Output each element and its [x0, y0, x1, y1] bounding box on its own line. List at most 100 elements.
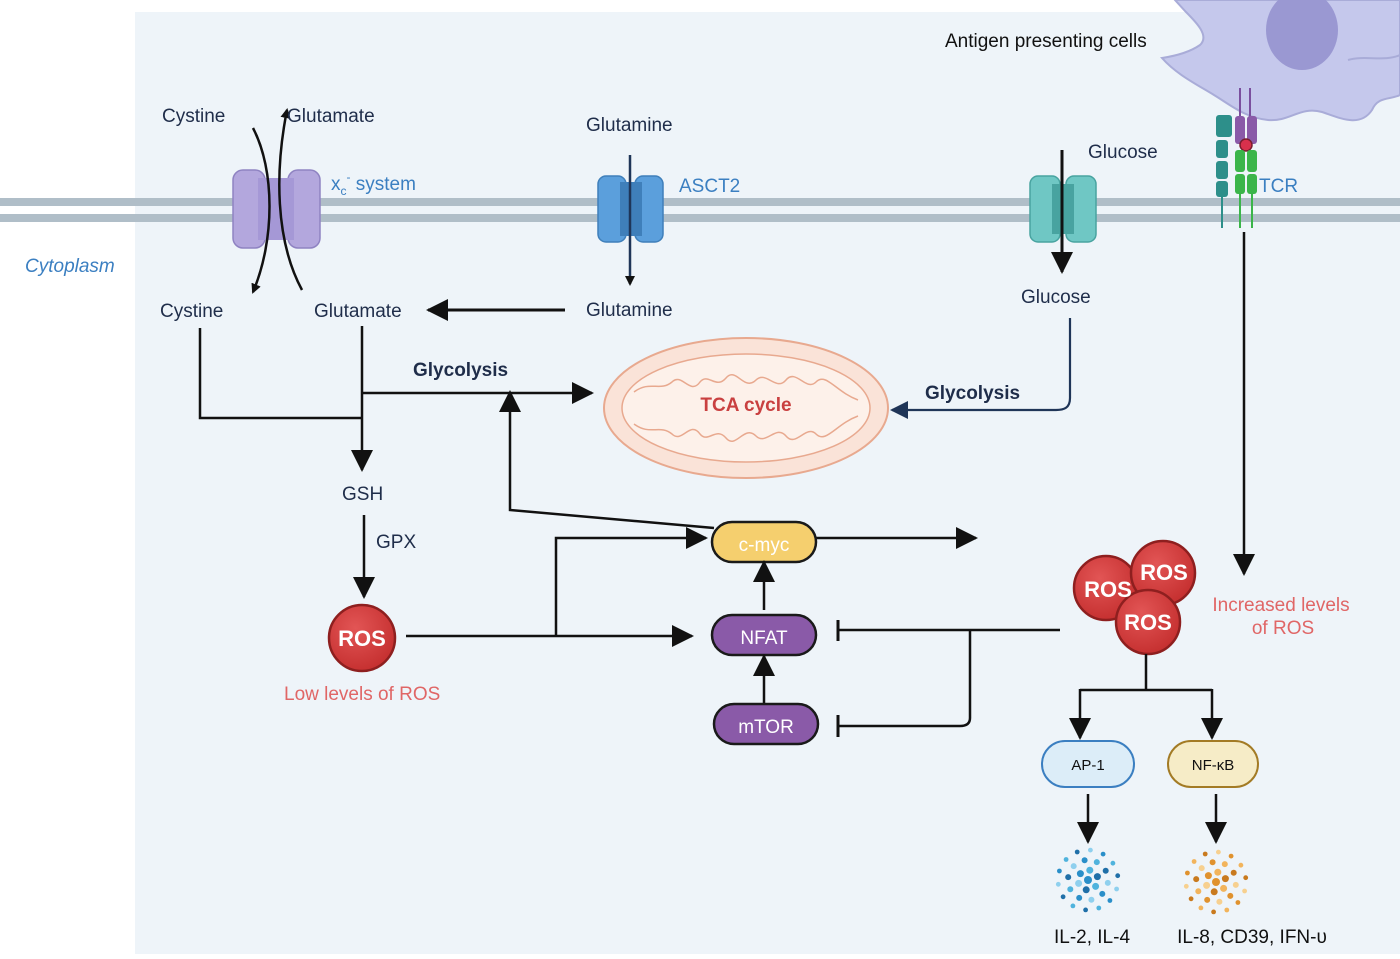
low-levels-ros-label: Low levels of ROS [284, 684, 440, 705]
cytokine-dot [1083, 907, 1088, 913]
cytokine-dot [1232, 881, 1239, 888]
mitochondria-icon [603, 337, 889, 479]
xc-transporter-icon [232, 108, 321, 294]
glucose-top-label: Glucose [1088, 142, 1158, 163]
nfat-label: NFAT [740, 628, 788, 649]
tca-cycle-label: TCA cycle [700, 395, 791, 416]
cytokine-dot [1193, 876, 1200, 883]
cytokine-dot [1230, 869, 1237, 876]
c-myc-to-glycolysis-arrows [499, 390, 978, 549]
cytokines-left-label: IL-2, IL-4 [1054, 927, 1130, 948]
cytokine-dot [1074, 849, 1080, 855]
cell-membrane [0, 198, 1400, 222]
cytokine-dots-icon [1055, 847, 1121, 913]
cytokine-dot [1067, 886, 1074, 893]
cytokine-dot [1220, 884, 1228, 892]
cytokine-dot [1238, 862, 1244, 868]
cytokine-dot [1204, 872, 1212, 880]
cytokine-dot [1057, 868, 1062, 874]
cytokine-dot [1212, 878, 1220, 886]
glutamine-top-label: Glutamine [586, 115, 673, 136]
cytokine-dot [1235, 900, 1241, 905]
cytokine-dot [1063, 857, 1069, 862]
increased-levels-label-2: of ROS [1252, 618, 1314, 639]
cytokine-dot [1088, 847, 1093, 853]
cytokine-dot [1076, 894, 1083, 901]
cytokine-dot [1203, 881, 1211, 889]
cytokine-dot [1228, 853, 1234, 859]
cytokine-dot [1243, 875, 1249, 881]
asct2-label: ASCT2 [679, 176, 740, 197]
cytokine-dot [1100, 851, 1106, 857]
ros-inhibition-lines [836, 620, 1060, 737]
cytokine-dot [1211, 909, 1216, 915]
cytokine-dot [1221, 861, 1228, 868]
cytokine-dot [1185, 870, 1190, 876]
nfkb-node [1167, 740, 1259, 788]
cytokine-dot [1242, 888, 1247, 894]
cytokine-dot [1096, 905, 1102, 911]
cytokine-dot [1076, 870, 1084, 878]
cytokine-dot [1115, 873, 1121, 879]
cytokine-dot [1082, 886, 1090, 894]
ros-high-label-2: ROS [1140, 560, 1188, 585]
tcr-receptor-icon [1216, 88, 1257, 228]
cytokine-dot [1084, 876, 1092, 884]
glucose-transporter-icon [1029, 150, 1097, 274]
glycolysis-left-label: Glycolysis [413, 360, 508, 381]
cytokine-dot [1102, 867, 1109, 874]
cytokine-dot [1224, 907, 1230, 913]
cytokine-dot [1075, 879, 1083, 887]
cytokine-dot [1104, 879, 1111, 886]
nfkb-label: NF-κB [1192, 757, 1235, 774]
c-myc-label: c-myc [739, 535, 790, 556]
cystine-bottom-label: Cystine [160, 301, 223, 322]
ros-high-cluster [1072, 539, 1197, 656]
cytokine-dot [1093, 873, 1101, 881]
xc-system-label: xc- system [331, 170, 416, 198]
cytokine-dot [1086, 866, 1094, 874]
cytokine-dot [1209, 859, 1216, 866]
ap1-node [1041, 740, 1135, 788]
cytokine-dot [1191, 859, 1197, 864]
cytokine-dot [1070, 863, 1077, 870]
ros-low-circle [327, 603, 397, 673]
cytokines-right-label: IL-8, CD39, IFN-υ [1177, 927, 1327, 948]
gpx-label: GPX [376, 532, 416, 553]
cytokine-dot [1216, 898, 1223, 905]
asct2-transporter-icon [597, 155, 664, 286]
cystine-top-label: Cystine [162, 106, 225, 127]
cytokine-dot [1065, 874, 1072, 881]
cytokine-dot [1110, 860, 1116, 866]
cytokine-dot [1092, 882, 1100, 890]
ros-to-transcription-factors [1069, 654, 1223, 740]
ros-high-label-1: ROS [1084, 577, 1132, 602]
glucose-to-tca-arrow [890, 318, 1072, 419]
cytoplasm-label: Cytoplasm [25, 256, 115, 277]
cytokine-dot [1188, 896, 1194, 902]
cytokine-dot [1216, 849, 1221, 855]
cytokine-dot [1221, 875, 1229, 883]
mtor-node [712, 702, 820, 746]
ap1-label: AP-1 [1071, 757, 1104, 774]
glutamine-bottom-label: Glutamine [586, 300, 673, 321]
cytokine-dot [1210, 888, 1218, 896]
cell-background [135, 12, 1400, 954]
cytokine-dot [1202, 851, 1208, 857]
ros-high-label-3: ROS [1124, 610, 1172, 635]
cytokine-dot [1060, 894, 1066, 900]
cytokine-dot [1093, 859, 1100, 866]
antigen-presenting-cell-icon [1160, 0, 1400, 122]
cytokine-dot [1214, 868, 1222, 876]
cytokine-dot [1114, 886, 1119, 892]
tcr-label: TCR [1259, 176, 1298, 197]
ros-to-nfat-arrows [406, 527, 708, 647]
cytokine-dot [1081, 857, 1088, 864]
cytokine-dot [1198, 905, 1204, 911]
cytokine-dot [1055, 881, 1061, 887]
glutamate-top-label: Glutamate [287, 106, 375, 127]
glutamate-bottom-label: Glutamate [314, 301, 402, 322]
glucose-bottom-label: Glucose [1021, 287, 1091, 308]
